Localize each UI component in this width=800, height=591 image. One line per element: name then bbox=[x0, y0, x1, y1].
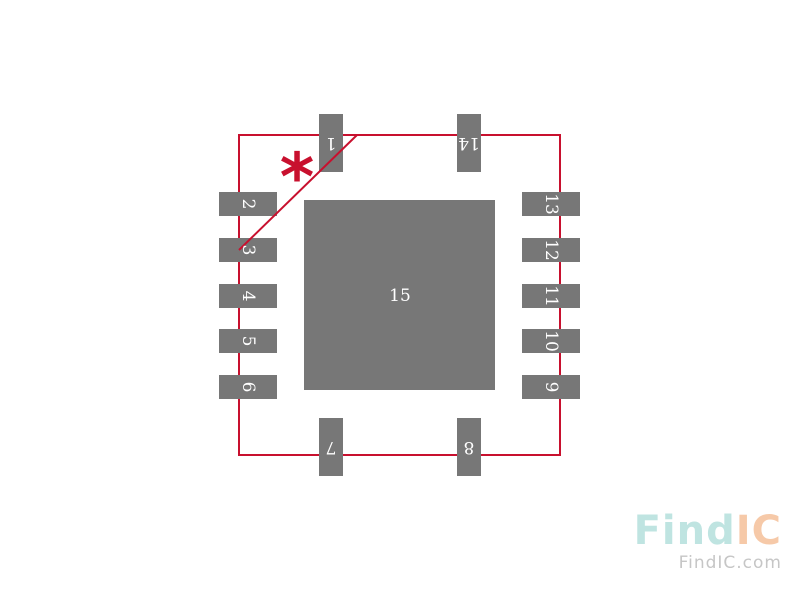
pad-5 bbox=[219, 329, 277, 353]
findic-watermark: FindIC FindIC.com bbox=[634, 511, 782, 573]
pin-label-10: 10 bbox=[541, 330, 561, 352]
pad-14 bbox=[457, 114, 481, 172]
findic-logo: FindIC bbox=[634, 511, 782, 551]
thermal-pad bbox=[304, 200, 495, 390]
pad-13 bbox=[522, 192, 580, 216]
pin-label-14: 14 bbox=[458, 133, 480, 153]
pin-label-6: 6 bbox=[238, 382, 258, 393]
pin-label-11: 11 bbox=[541, 285, 561, 307]
pin-label-4: 4 bbox=[238, 291, 258, 302]
pad-7 bbox=[319, 418, 343, 476]
pin-label-2: 2 bbox=[238, 199, 258, 210]
pad-10 bbox=[522, 329, 580, 353]
watermark-url: FindIC.com bbox=[678, 553, 782, 573]
pad-8 bbox=[457, 418, 481, 476]
pad-11 bbox=[522, 284, 580, 308]
pin-label-3: 3 bbox=[238, 245, 258, 256]
pad-6 bbox=[219, 375, 277, 399]
pad-2 bbox=[219, 192, 277, 216]
pad-1 bbox=[319, 114, 343, 172]
pin1-chamfer-line bbox=[238, 134, 358, 251]
pin-label-8: 8 bbox=[464, 437, 475, 457]
pin-label-5: 5 bbox=[238, 336, 258, 347]
pin-label-1: 1 bbox=[326, 133, 337, 153]
pin-label-7: 7 bbox=[326, 437, 337, 457]
logo-ic-text: IC bbox=[735, 508, 782, 554]
thermal-pad-label: 15 bbox=[389, 286, 411, 306]
pin-label-13: 13 bbox=[541, 193, 561, 215]
pin-label-9: 9 bbox=[541, 382, 561, 393]
pad-4 bbox=[219, 284, 277, 308]
pin1-marker-icon: * bbox=[280, 139, 315, 216]
pad-9 bbox=[522, 375, 580, 399]
logo-find-text: Find bbox=[633, 508, 736, 554]
pad-12 bbox=[522, 238, 580, 262]
pin-label-12: 12 bbox=[541, 239, 561, 261]
